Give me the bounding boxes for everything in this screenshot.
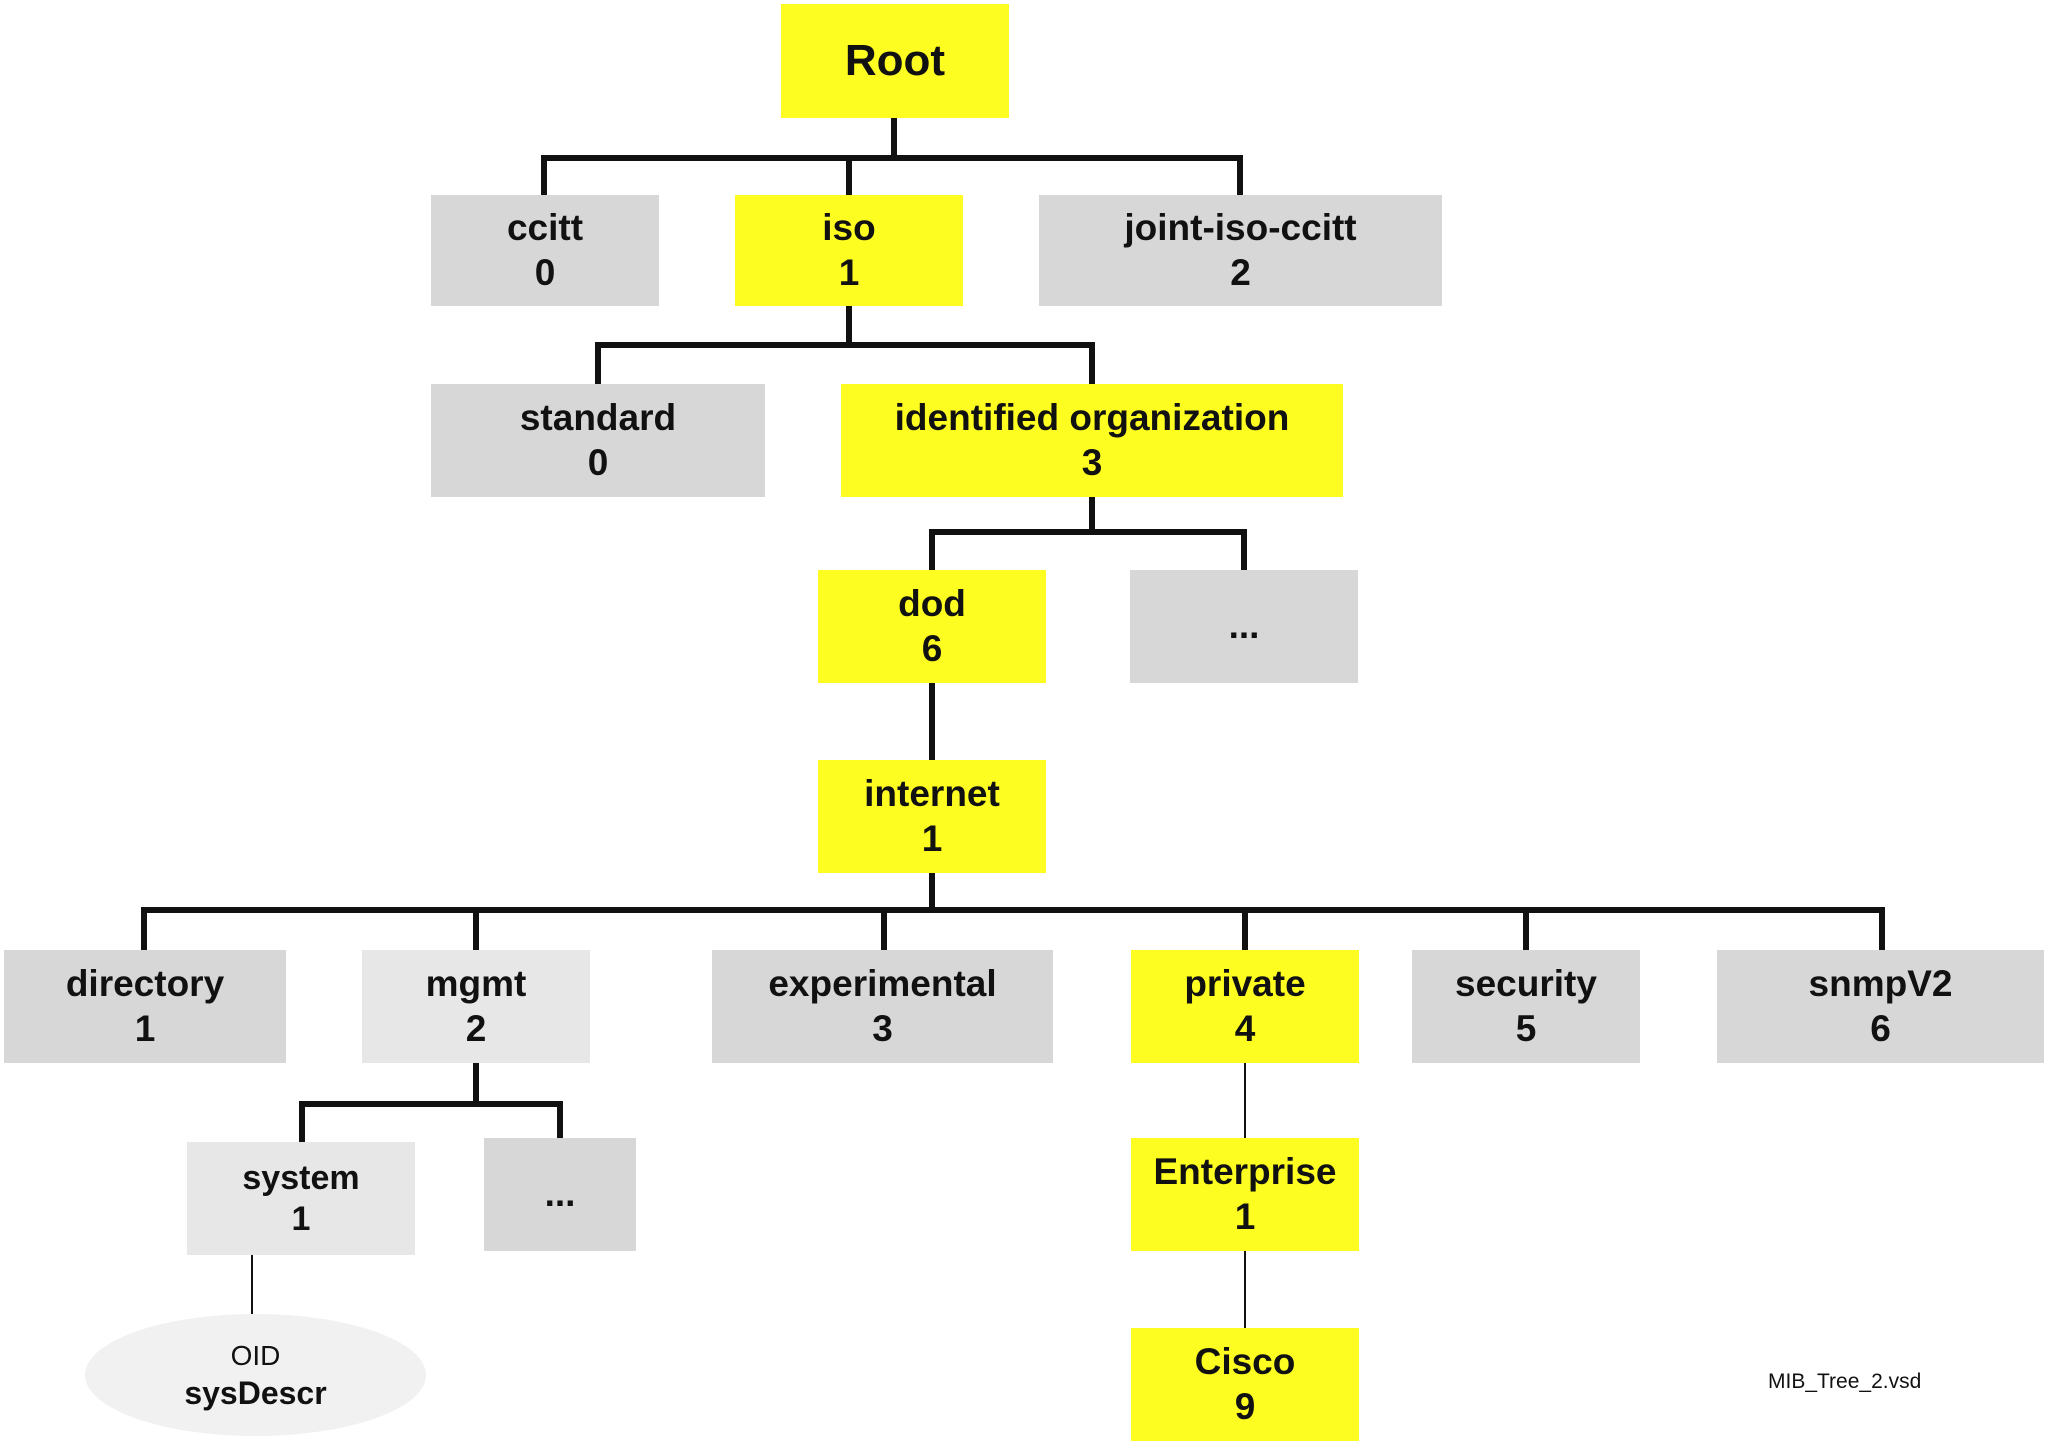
node-name: private (1184, 963, 1306, 1005)
node-number: 3 (872, 1007, 893, 1049)
node-name: standard (519, 397, 677, 439)
connector-iso-children (595, 303, 1095, 387)
node-name: ... (544, 1173, 576, 1215)
node-name: iso (822, 207, 876, 249)
node-private: private 4 (1131, 950, 1359, 1063)
node-number: 3 (1081, 441, 1103, 483)
node-name: ... (1228, 605, 1260, 647)
node-snmpv2: snmpV2 6 (1717, 950, 2044, 1063)
node-number: 1 (921, 817, 943, 859)
node-name: directory (65, 963, 225, 1005)
oid-name: sysDescr (184, 1374, 327, 1411)
oid-label: OID (230, 1339, 281, 1371)
node-name: internet (864, 773, 1000, 815)
file-name-footnote: MIB_Tree_2.vsd (1768, 1370, 1922, 1393)
node-name: ccitt (506, 207, 584, 249)
node-name: security (1455, 963, 1597, 1005)
connector-mgmt-children (299, 1060, 563, 1145)
node-name: system (242, 1158, 360, 1197)
node-number: 2 (465, 1007, 487, 1049)
node-experimental: experimental 3 (712, 950, 1053, 1063)
node-number: 2 (1230, 251, 1251, 293)
connector-org-children (929, 494, 1247, 573)
connector-root-children (541, 115, 1243, 198)
node-name: snmpV2 (1808, 963, 1953, 1005)
node-mgmt: mgmt 2 (362, 950, 590, 1063)
node-ellipsis-org: ... (1130, 570, 1358, 683)
node-joint-iso-ccitt: joint-iso-ccitt 2 (1039, 195, 1442, 306)
oid-sysdescr-oval: OID sysDescr (85, 1314, 426, 1436)
node-cisco: Cisco 9 (1131, 1328, 1359, 1441)
node-number: 5 (1515, 1007, 1537, 1049)
node-system: system 1 (187, 1142, 415, 1255)
node-name: dod (898, 583, 966, 625)
node-standard: standard 0 (431, 384, 765, 497)
node-ellipsis-mgmt: ... (484, 1138, 636, 1251)
node-number: 1 (134, 1007, 156, 1049)
node-name: Cisco (1194, 1341, 1296, 1383)
node-number: 6 (1870, 1007, 1891, 1049)
node-name: identified organization (894, 397, 1290, 439)
node-number: 4 (1234, 1007, 1256, 1049)
node-name: joint-iso-ccitt (1124, 207, 1357, 249)
node-internet: internet 1 (818, 760, 1046, 873)
node-identified-organization: identified organization 3 (841, 384, 1343, 497)
node-security: security 5 (1412, 950, 1640, 1063)
node-number: 0 (587, 441, 609, 483)
node-dod: dod 6 (818, 570, 1046, 683)
node-iso: iso 1 (735, 195, 963, 306)
node-name: Enterprise (1153, 1151, 1337, 1193)
node-number: 1 (291, 1199, 311, 1238)
node-number: 1 (838, 251, 860, 293)
node-name: experimental (768, 963, 997, 1005)
node-root: Root (781, 4, 1009, 118)
node-name: mgmt (425, 963, 527, 1005)
node-number: 6 (921, 627, 943, 669)
node-directory: directory 1 (4, 950, 286, 1063)
connector-internet-children (141, 870, 1885, 953)
node-number: 0 (534, 251, 556, 293)
node-root-label: Root (844, 35, 946, 85)
node-ccitt: ccitt 0 (431, 195, 659, 306)
node-number: 1 (1234, 1195, 1256, 1237)
node-number: 9 (1234, 1385, 1256, 1427)
node-enterprise: Enterprise 1 (1131, 1138, 1359, 1251)
